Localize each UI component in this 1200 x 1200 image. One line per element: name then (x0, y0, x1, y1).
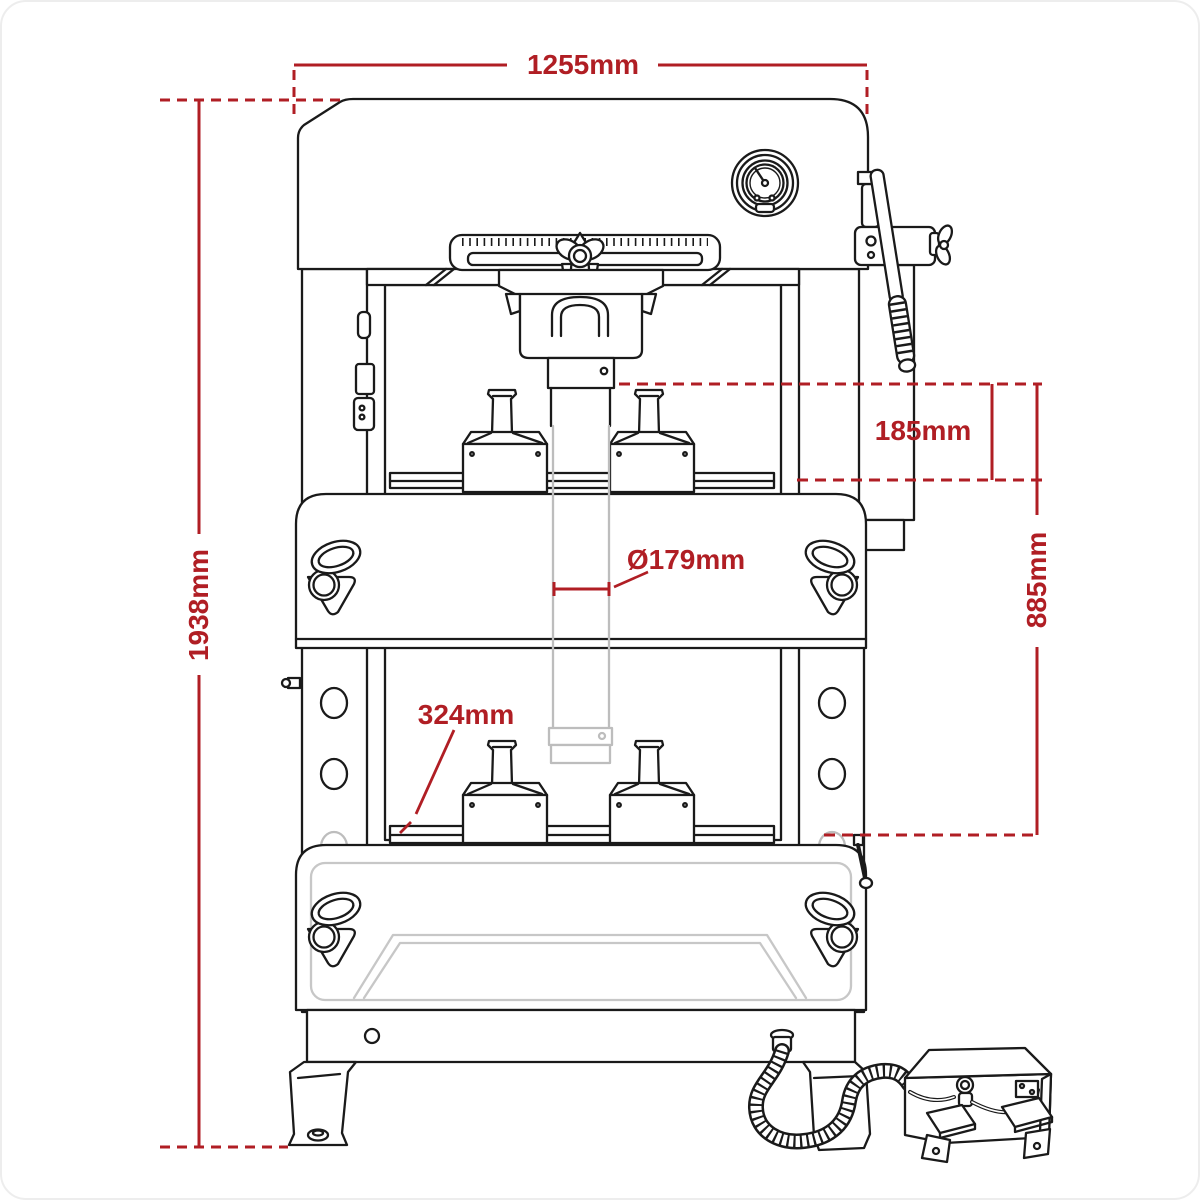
air-hose (748, 1028, 917, 1150)
dim-ram-stroke (619, 382, 1042, 482)
pedal-plate-right (1000, 1096, 1054, 1134)
foot-pedal (903, 1046, 1054, 1164)
dim-top-width (292, 63, 869, 120)
dim-bed-depth (399, 729, 456, 834)
ram-hidden (547, 424, 614, 765)
pump-handle (869, 168, 917, 373)
dim-label-ram-stroke: 185mm (874, 415, 972, 446)
ram-carriage (497, 268, 665, 360)
dim-label-bed-depth: 324mm (417, 699, 515, 730)
base (305, 1008, 857, 1064)
pedal-plate-left (925, 1103, 977, 1140)
lower-bolster (388, 824, 776, 845)
dim-label-working-range: 885mm (1021, 531, 1052, 629)
dim-label-top-width: 1255mm (526, 49, 640, 80)
dim-label-overall-height: 1938mm (183, 548, 214, 662)
dim-ram-diameter (552, 570, 649, 596)
upper-bolster (388, 471, 776, 490)
dim-label-ram-diameter: Ø179mm (626, 544, 746, 575)
ram-cylinder (546, 356, 616, 428)
upper-table (294, 492, 868, 650)
foot-left (287, 1060, 358, 1147)
dim-overall-height (160, 98, 340, 1149)
press-head (296, 97, 870, 271)
dim-working-range (824, 384, 1039, 837)
lower-table (294, 833, 874, 1012)
pump-assembly (853, 170, 954, 267)
pressure-gauge-icon (730, 148, 800, 218)
